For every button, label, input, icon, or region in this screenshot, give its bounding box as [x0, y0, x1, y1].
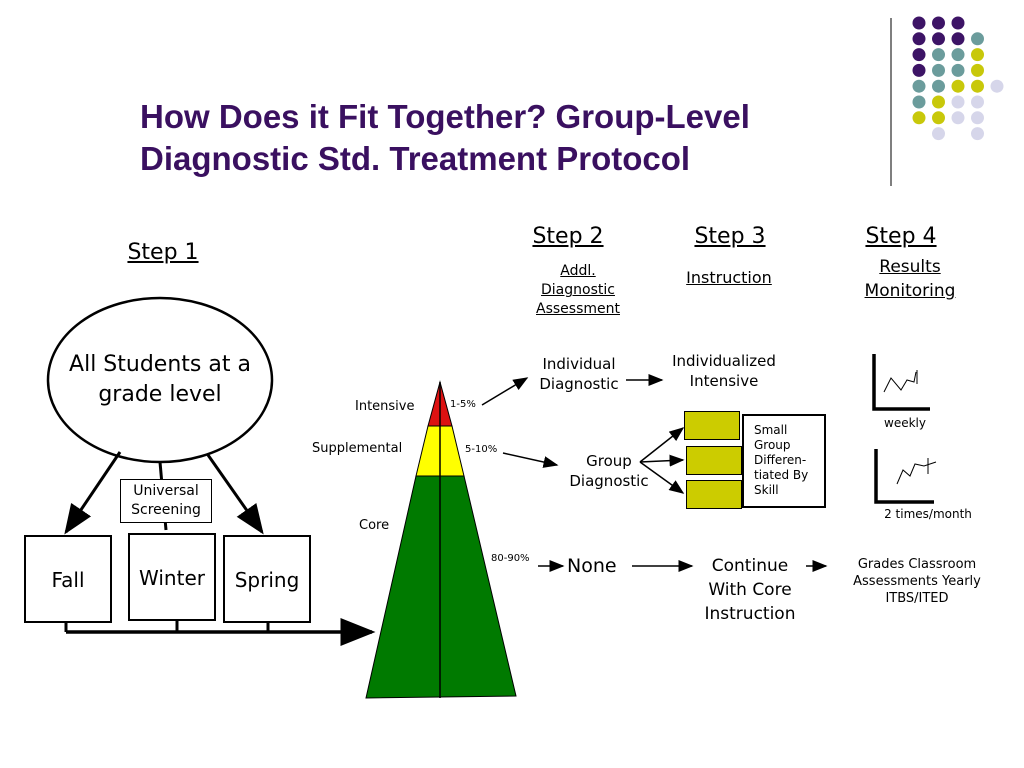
all-students-label: All Students at a grade level	[69, 352, 251, 407]
step3-heading: Step 3	[694, 224, 766, 249]
universal-screening-label: Universal Screening	[131, 483, 201, 518]
season-box-winter: Winter	[128, 533, 216, 621]
decorative-dot	[990, 79, 1004, 93]
tier-percent-supplemental: 5-10%	[465, 444, 498, 455]
decorative-dot	[951, 63, 965, 77]
decorative-dot	[971, 48, 984, 62]
decorative-dot	[932, 32, 945, 46]
decorative-dot	[912, 32, 926, 46]
season-box-fall: Fall	[24, 535, 112, 623]
decorative-dot	[951, 32, 965, 46]
decorative-dot	[932, 16, 945, 30]
triangle-tier-core	[365, 475, 517, 699]
arrow-to-fall	[64, 451, 122, 535]
step4-subheading: Results Monitoring	[864, 257, 956, 301]
tier-percent-intensive: 1-5%	[450, 399, 476, 410]
decorative-dot	[932, 63, 945, 77]
decorative-dot	[912, 16, 926, 30]
decorative-dot	[932, 95, 945, 109]
season-fall-label: Fall	[51, 568, 85, 592]
decorative-dot	[971, 95, 984, 109]
step3-subheading: Instruction	[686, 268, 772, 287]
core-measures-label: Grades Classroom Assessments Yearly ITBS…	[853, 557, 981, 606]
decorative-dot	[932, 111, 945, 125]
arrow-to-spring	[206, 454, 264, 535]
decorative-dot	[951, 16, 965, 30]
arrow-to-group-diagnostic	[502, 452, 559, 468]
universal-screening-box: Universal Screening	[120, 479, 212, 523]
individual-diagnostic-label: Individual Diagnostic	[539, 355, 619, 393]
decorative-dot-grid	[0, 0, 1024, 200]
small-group-box: Small Group Differen- tiated By Skill	[742, 414, 826, 508]
decorative-dot	[932, 127, 945, 141]
twice-monthly-label: 2 times/month	[884, 507, 972, 521]
decorative-dot	[912, 48, 926, 62]
slide-title: How Does it Fit Together? Group-Level Di…	[140, 98, 750, 177]
decorative-dot	[912, 95, 926, 109]
step2-heading: Step 2	[532, 224, 604, 249]
decorative-dot	[971, 111, 984, 125]
continue-core-label: Continue With Core Instruction	[704, 556, 796, 624]
weekly-monitoring-graph	[872, 354, 930, 411]
decorative-dot	[912, 63, 926, 77]
decorative-dot	[951, 111, 965, 125]
arrow-to-individual-diagnostic	[481, 377, 529, 406]
tier-label-supplemental: Supplemental	[312, 441, 403, 456]
skill-group-box-2	[686, 446, 742, 475]
step1-heading: Step 1	[127, 240, 199, 265]
decorative-dot	[971, 32, 984, 46]
step2-subheading: Addl. Diagnostic Assessment	[536, 263, 620, 317]
decorative-dot	[932, 79, 945, 93]
tier-percent-core: 80-90%	[491, 553, 530, 564]
small-group-label: Small Group Differen- tiated By Skill	[754, 423, 809, 497]
decorative-dot	[971, 127, 984, 141]
decorative-dot	[951, 79, 965, 93]
skill-group-box-3	[686, 480, 742, 509]
weekly-label: weekly	[884, 416, 926, 430]
decorative-dot	[951, 95, 965, 109]
season-box-spring: Spring	[223, 535, 311, 623]
tier-label-intensive: Intensive	[355, 399, 415, 414]
decorative-dot	[951, 48, 965, 62]
decorative-dot	[971, 63, 984, 77]
decorative-dot	[912, 111, 926, 125]
group-diagnostic-label: Group Diagnostic	[569, 452, 649, 490]
decorative-dot	[932, 48, 945, 62]
season-winter-label: Winter	[139, 566, 205, 590]
twice-monthly-monitoring-graph	[874, 449, 937, 504]
decorative-dot	[912, 79, 926, 93]
skill-group-box-1	[684, 411, 740, 440]
dot-grid-svg	[890, 16, 1004, 186]
season-spring-label: Spring	[234, 568, 300, 592]
tier-label-core: Core	[359, 518, 390, 533]
none-label: None	[567, 555, 617, 577]
individualized-intensive-label: Individualized Intensive	[672, 352, 776, 390]
decorative-dot	[971, 79, 984, 93]
step4-heading: Step 4	[865, 224, 937, 249]
